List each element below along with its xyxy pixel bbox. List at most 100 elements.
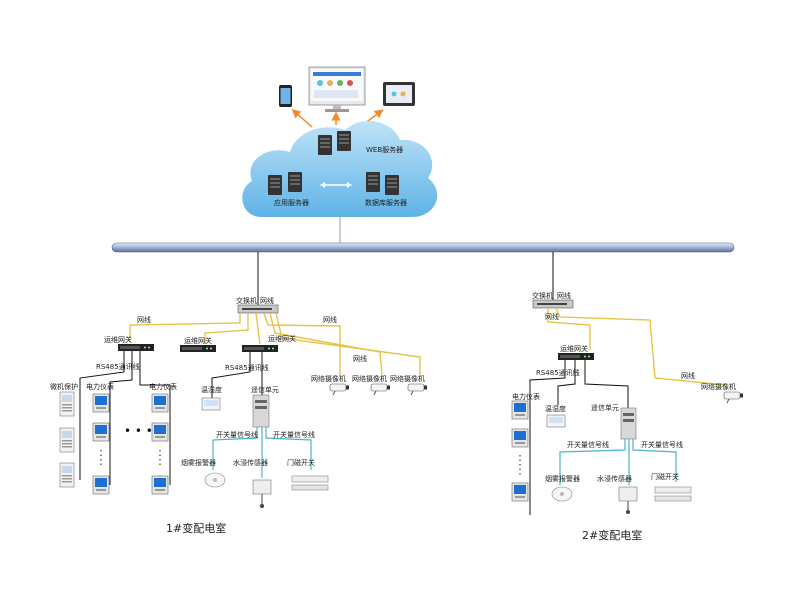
rs485-label-1: RS485通讯线 [96,362,140,371]
water-sensor-icon-2 [618,486,638,514]
meter-device-7 [511,400,529,420]
signal-line-label-3: 开关量信号线 [567,440,609,449]
net-line-label-1: 网线 [260,296,274,305]
camera-label-2: 网络摄像机 [352,374,387,383]
tablet-device [383,82,415,106]
net-line-label-5: 网线 [557,291,571,300]
camera-label-3: 网络摄像机 [390,374,425,383]
gateway-label-2: 运维网关 [184,336,212,345]
gateway-label-1: 运维网关 [104,335,132,344]
protect-label-1: 微机保护 [50,382,78,391]
camera-device-3 [407,383,428,396]
camera-label-1: 网络摄像机 [311,374,346,383]
app-server-label: 应用服务器 [274,198,309,207]
camera-device-1 [329,383,350,396]
gateway-label-3: 运维网关 [268,334,296,343]
rs485-line-meter1 [109,351,133,485]
meter-label-2: 电力仪表 [149,382,177,391]
meter-device-8 [511,428,529,448]
net-line-cam2 [269,312,383,377]
net-line-cam1 [263,312,341,376]
net-line-cam4 [555,307,727,386]
switch-label-2: 交换机 [532,291,553,300]
net-line-cam3 [275,312,421,376]
phone-device [279,85,292,107]
signal-line-label-2: 开关量信号线 [273,430,315,439]
rs485-line-temp [211,352,251,398]
gateway-device-3 [242,345,278,352]
signal-line-label-1: 开关量信号线 [216,430,258,439]
smoke-alarm-label-1: 烟雾报警器 [181,458,216,467]
db-server-label: 数据库服务器 [365,198,407,207]
desktop-monitor [308,66,366,112]
camera-device-4 [723,391,744,404]
door-switch-icon-1 [291,475,329,491]
net-line-gw1 [129,313,241,342]
rs485-line-remote2 [584,360,629,408]
smoke-alarm-label-2: 烟雾报警器 [545,474,580,483]
temp-label-2: 温湿度 [545,404,566,413]
signal-line-door-2 [632,439,677,482]
remote-unit-device-1 [252,394,270,428]
remote-unit-label-1: 遥信单元 [251,385,279,394]
meter-label-3: 电力仪表 [512,392,540,401]
meter-device-4 [151,393,169,413]
switch-device-2 [532,299,574,309]
temp-label-1: 温湿度 [201,385,222,394]
net-line-gw4 [547,308,591,350]
meter-device-2 [92,422,110,442]
meter-device-3 [92,475,110,495]
switch-device-1 [237,304,279,314]
meter-device-6 [151,475,169,495]
gateway-device-4 [558,353,594,360]
room2-title: 2#变配电室 [582,528,642,542]
net-line-label-7: 网线 [681,371,695,380]
gateway-device-2 [180,345,216,352]
water-sensor-label-2: 水浸传感器 [597,474,632,483]
remote-unit-label-2: 遥信单元 [591,403,619,412]
water-sensor-icon-1 [252,479,272,508]
door-switch-icon-2 [654,486,692,502]
network-bus [111,242,735,253]
net-line-gw2 [204,313,249,344]
net-line-label-2: 网线 [137,315,151,324]
signal-line-door-1 [265,427,312,470]
signal-line-smoke-1 [212,427,258,470]
rs485-label-2: RS485通讯线 [225,363,269,372]
door-switch-label-2: 门磁开关 [651,472,679,481]
net-line-label-6: 网线 [545,312,559,321]
signal-line-smoke-2 [559,439,626,485]
net-line-label-3: 网线 [323,315,337,324]
meter-device-1 [92,393,110,413]
signal-line-label-4: 开关量信号线 [641,440,683,449]
smoke-alarm-icon-1 [204,472,226,488]
smoke-alarm-icon-2 [551,486,573,502]
gateway-device-1 [118,344,154,351]
rs485-line-protect [79,351,125,480]
camera-label-4: 网络摄像机 [701,382,736,391]
meter-device-5 [151,422,169,442]
bidirectional-arrow-icon [320,182,352,188]
protect-device-1 [59,391,75,417]
ellipsis-icon: • • • [124,424,153,438]
net-line-label-4: 网线 [353,354,367,363]
temp-humidity-sensor-2 [546,414,566,428]
web-server-label: WEB服务器 [366,145,403,154]
rs485-label-3: RS485通讯线 [536,368,580,377]
rs485-line-meter2 [139,351,171,485]
meter-label-1: 电力仪表 [86,382,114,391]
protect-device-3 [59,462,75,488]
water-sensor-label-1: 水浸传感器 [233,458,268,467]
remote-unit-device-2 [620,407,637,440]
switch-label-1: 交换机 [236,296,257,305]
room1-title: 1#变配电室 [166,521,226,535]
camera-device-2 [370,383,391,396]
rs485-line-meter3 [529,360,566,515]
meter-device-9 [511,482,529,502]
rs485-line-temp2 [557,360,576,405]
temp-humidity-sensor-1 [201,397,221,411]
door-switch-label-1: 门磁开关 [287,458,315,467]
net-line-gw3 [255,312,261,345]
arrow-to-phone [291,109,313,128]
